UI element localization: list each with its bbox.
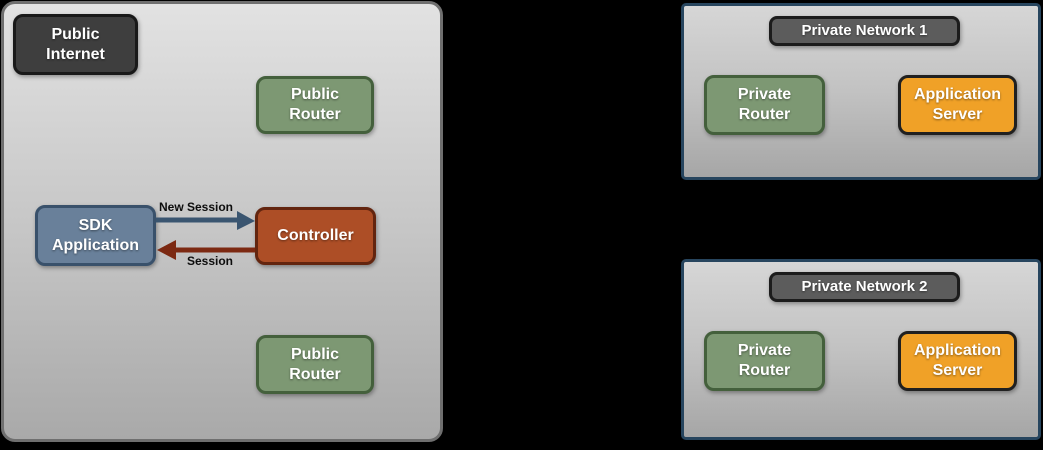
public-internet-badge: Public Internet	[13, 14, 138, 75]
private-network-1-title: Private Network 1	[769, 16, 960, 46]
private-network-1-router-node: Private Router	[704, 75, 825, 135]
private-network-1-container: Private Network 1 Private Router Applica…	[681, 3, 1041, 180]
private-network-2-application-server-node: Application Server	[898, 331, 1017, 391]
public-internet-zone: Public Internet Public Router SDK Applic…	[1, 1, 443, 442]
public-router-bottom-node: Public Router	[256, 335, 374, 394]
private-network-2-title: Private Network 2	[769, 272, 960, 302]
private-network-2-router-node: Private Router	[704, 331, 825, 391]
session-arrow-label: Session	[186, 254, 234, 268]
new-session-arrow-label: New Session	[158, 200, 234, 214]
controller-node: Controller	[255, 207, 376, 265]
sdk-application-node: SDK Application	[35, 205, 156, 266]
private-network-2-container: Private Network 2 Private Router Applica…	[681, 259, 1041, 440]
public-router-top-node: Public Router	[256, 76, 374, 134]
private-network-1-application-server-node: Application Server	[898, 75, 1017, 135]
